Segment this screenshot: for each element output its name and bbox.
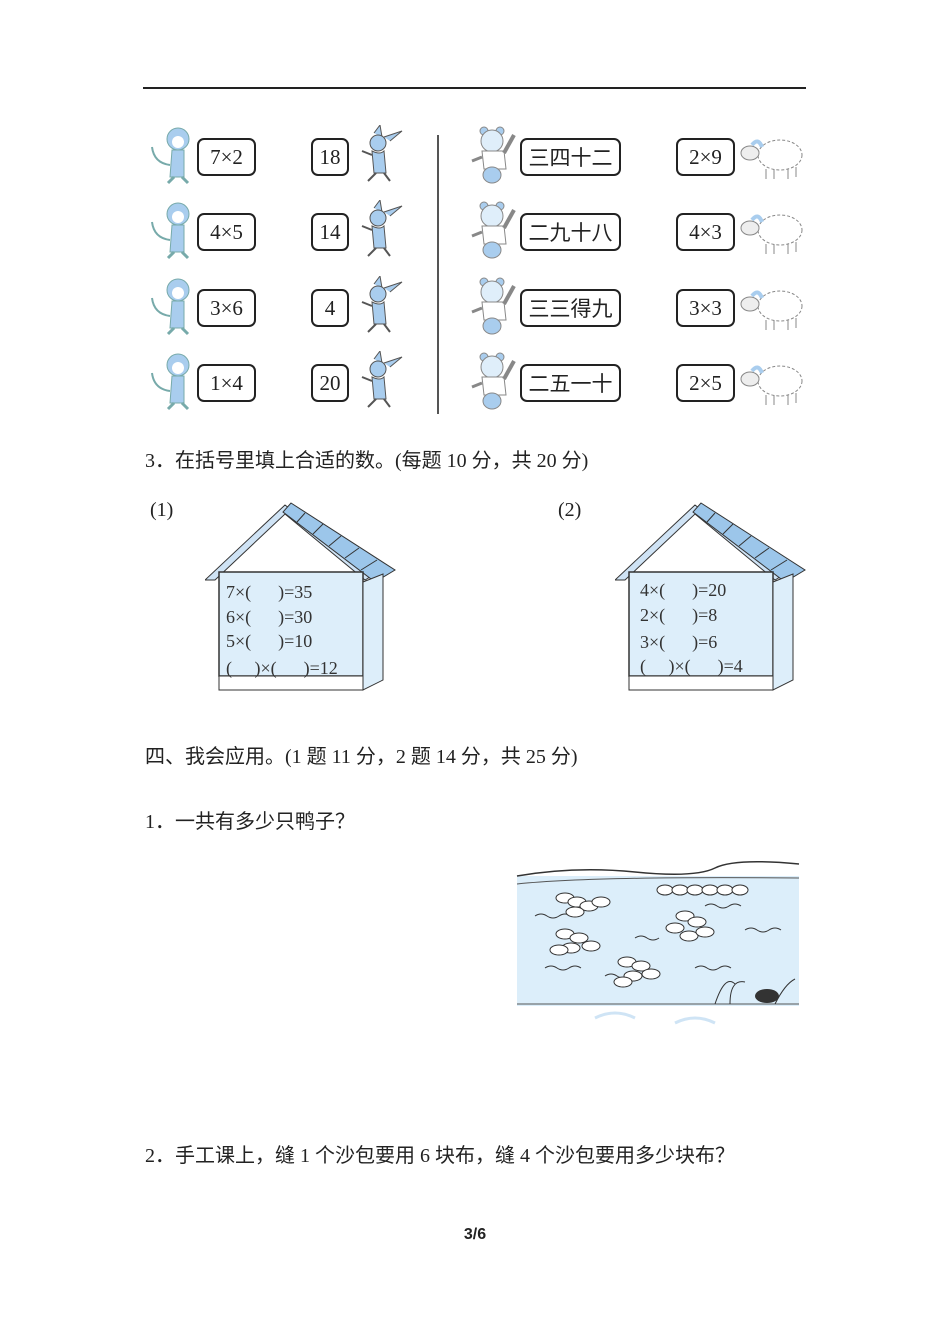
sheep-icon: [738, 208, 804, 263]
monkey-icon: [148, 200, 198, 265]
rabbit-card: 18: [311, 138, 349, 176]
rabbit-icon: [350, 349, 405, 416]
fill-blank-equation[interactable]: ( )×( )=4: [640, 656, 743, 676]
rabbit-card: 4: [311, 289, 349, 327]
part-label: (2): [558, 499, 582, 521]
bear-card: 二九十八: [520, 213, 621, 251]
question-4-1: 1．一共有多少只鸭子？: [145, 811, 355, 833]
rabbit-icon: [350, 274, 405, 341]
fill-blank-equation[interactable]: 7×( )=35: [226, 582, 313, 602]
section-4-title: 四、我会应用。(1 题 11 分，2 题 14 分，共 25 分): [145, 746, 578, 768]
fill-blank-equation[interactable]: 4×( )=20: [640, 580, 727, 600]
question-4-2: 2．手工课上，缝 1 个沙包要用 6 块布，缝 4 个沙包要用多少块布？: [145, 1145, 735, 1167]
rabbit-icon: [350, 198, 405, 265]
monkey-card: 7×2: [197, 138, 256, 176]
rabbit-card: 14: [311, 213, 349, 251]
bear-icon: [470, 200, 520, 265]
fill-blank-equation[interactable]: ( )×( )=12: [226, 658, 338, 678]
fill-blank-equation[interactable]: 6×( )=30: [226, 607, 313, 627]
monkey-card: 1×4: [197, 364, 256, 402]
sheep-icon: [738, 133, 804, 188]
bear-card: 二五一十: [520, 364, 621, 402]
monkey-icon: [148, 125, 198, 190]
duck-pond-illustration: [516, 861, 800, 1025]
bear-icon: [470, 276, 520, 341]
duck-group: [555, 892, 611, 918]
header-rule: [143, 87, 806, 89]
bear-icon: [470, 125, 520, 190]
sheep-card: 2×5: [676, 364, 735, 402]
monkey-card: 4×5: [197, 213, 256, 251]
sheep-card: 3×3: [676, 289, 735, 327]
bear-icon: [470, 351, 520, 416]
bear-card: 三三得九: [520, 289, 621, 327]
fill-blank-equation[interactable]: 5×( )=10: [226, 631, 313, 651]
rabbit-card: 20: [311, 364, 349, 402]
sheep-icon: [738, 284, 804, 339]
monkey-card: 3×6: [197, 289, 256, 327]
bear-card: 三四十二: [520, 138, 621, 176]
question-3-title: 3．在括号里填上合适的数。(每题 10 分，共 20 分): [145, 450, 589, 472]
monkey-icon: [148, 351, 198, 416]
sheep-card: 4×3: [676, 213, 735, 251]
page-number: 3/6: [463, 1226, 487, 1243]
column-divider: [437, 135, 439, 414]
sheep-icon: [738, 359, 804, 414]
sheep-card: 2×9: [676, 138, 735, 176]
house-illustration: [203, 500, 405, 705]
monkey-icon: [148, 276, 198, 341]
part-label: (1): [150, 499, 174, 521]
fill-blank-equation[interactable]: 2×( )=8: [640, 605, 718, 625]
rabbit-icon: [350, 123, 405, 190]
house-illustration: [613, 500, 815, 705]
fill-blank-equation[interactable]: 3×( )=6: [640, 632, 718, 652]
